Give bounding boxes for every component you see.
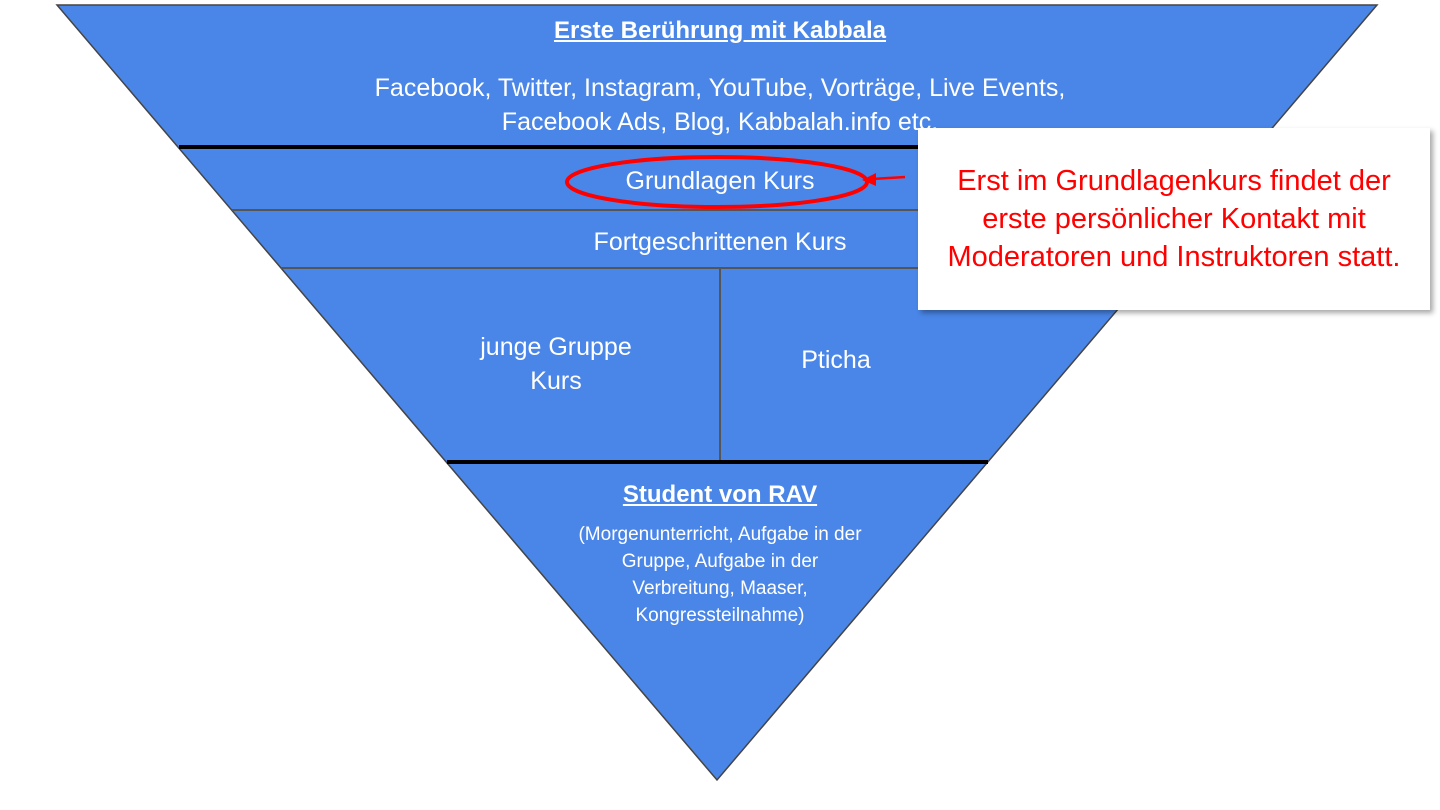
callout-box: Erst im Grundlagenkurs findet der erste …: [918, 128, 1430, 310]
level4-right-label: Pticha: [801, 346, 871, 374]
level1-body: Facebook, Twitter, Instagram, YouTube, V…: [374, 74, 1066, 136]
arrow-line: [871, 175, 906, 181]
level3-label: Fortgeschrittenen Kurs: [593, 228, 847, 256]
level1-title: Erste Berührung mit Kabbala: [553, 17, 887, 44]
level2-label: Grundlagen Kurs: [625, 167, 815, 195]
level5-title: Student von RAV: [622, 481, 818, 508]
callout-text: Erst im Grundlagenkurs findet der erste …: [947, 165, 1401, 273]
level5-body: (Morgenunterricht, Aufgabe in der Gruppe…: [578, 524, 862, 626]
level4-left-label: junge Gruppe Kurs: [480, 333, 632, 395]
arrow-head: [862, 173, 876, 186]
